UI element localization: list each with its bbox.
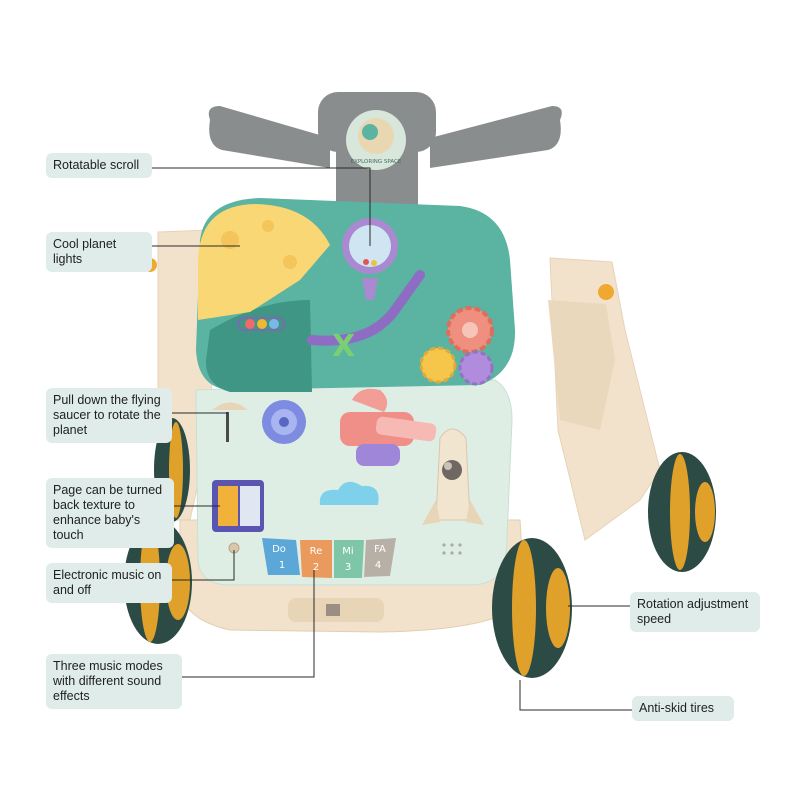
cloud-toy: [319, 481, 379, 505]
callout-rotatable-scroll: Rotatable scroll: [46, 153, 152, 178]
piano-key-fa-note: FA: [374, 544, 386, 555]
callout-music-switch: Electronic music on and off: [46, 563, 172, 603]
texture-book: [212, 480, 264, 532]
piano-key-fa: [364, 538, 396, 577]
piano-key-re-number: 2: [313, 562, 319, 573]
callout-rotation-speed: Rotation adjustment speed: [630, 592, 760, 632]
mini-planet: [262, 400, 306, 444]
callout-flying-saucer: Pull down the flying saucer to rotate th…: [46, 388, 172, 443]
wheel-front-left: [124, 520, 192, 644]
piano-key-mi-note: Mi: [342, 546, 353, 557]
planet-light: [198, 204, 330, 320]
piano-key-do-note: Do: [272, 544, 286, 555]
x-toy: X: [332, 329, 355, 364]
wheel-back-right: [648, 452, 716, 572]
piano-key-fa-number: 4: [375, 560, 381, 571]
callout-texture-book: Page can be turned back texture to enhan…: [46, 478, 174, 548]
piano-key-do: [262, 538, 300, 575]
flying-saucer: [212, 402, 248, 410]
piano-key-re: [300, 540, 332, 578]
piano-key-do-number: 1: [279, 560, 285, 571]
handle-badge-text: EXPLORING SPACE: [351, 159, 402, 165]
rocket-toy: [422, 428, 484, 555]
handlebar: EXPLORING SPACE: [208, 92, 562, 208]
callout-planet-lights: Cool planet lights: [46, 232, 152, 272]
leader-lines: [152, 167, 632, 711]
piano-key-re-note: Re: [310, 546, 323, 557]
wheel-front-right: [492, 538, 572, 678]
gears: [419, 306, 494, 386]
rattle-toy: [340, 388, 437, 466]
piano-keys: Do 1 Re 2 Mi 3 FA 4: [262, 538, 396, 578]
callout-music-modes: Three music modes with different sound e…: [46, 654, 182, 709]
piano-key-mi: [334, 540, 364, 578]
piano-key-mi-number: 3: [345, 562, 351, 573]
callout-anti-skid-tires: Anti-skid tires: [632, 696, 734, 721]
bead-track: [307, 270, 425, 346]
